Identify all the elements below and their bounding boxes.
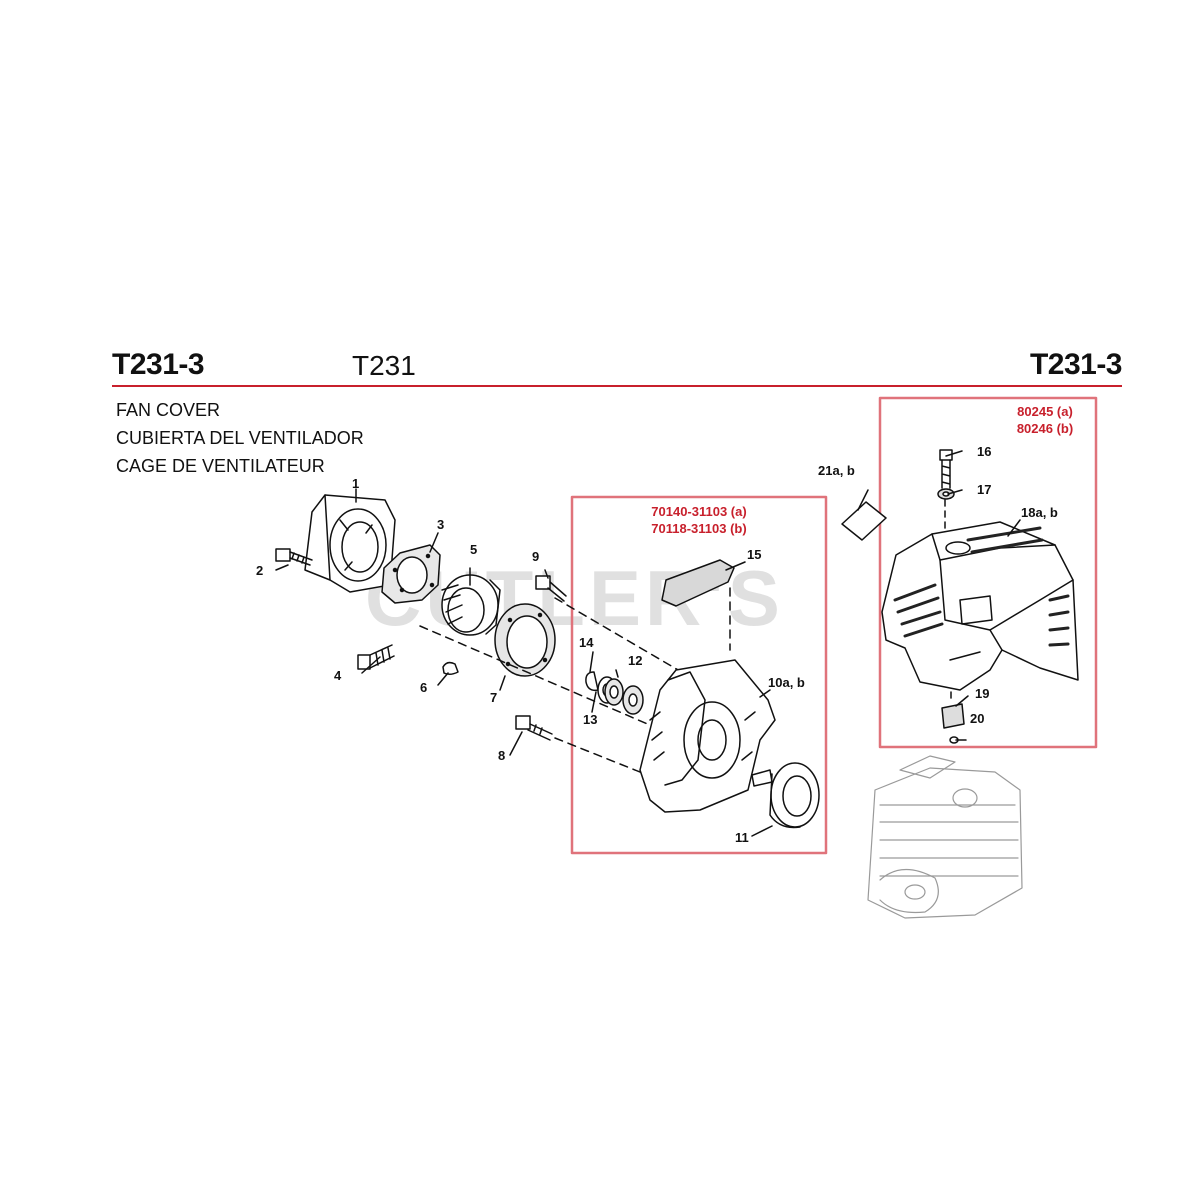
callout-15: 15 (747, 547, 762, 562)
callout-5: 5 (470, 542, 478, 557)
part-18-fan-cover (881, 521, 1079, 691)
part-14-circlip (585, 671, 599, 692)
callout-8: 8 (498, 748, 506, 763)
callout-3: 3 (437, 517, 445, 532)
part-8-bolt (515, 715, 553, 741)
part-17-washer (937, 488, 955, 500)
fan-cover-part-a: 80245 (a) (1017, 404, 1073, 419)
fan-cover-part-b: 80246 (b) (1016, 421, 1074, 436)
callout-9: 9 (532, 549, 540, 564)
part-19-nut (941, 703, 965, 729)
callout-18: 18a, b (1021, 505, 1058, 520)
callout-13: 13 (583, 712, 598, 727)
part-15-gasket (661, 559, 735, 607)
clutch-housing-kit-label: 70140-31103 (a) 70118-31103 (b) (640, 503, 758, 537)
section-title-en: FAN COVER (116, 400, 221, 420)
part-7-ring (494, 603, 556, 677)
part-2-screw (275, 548, 313, 566)
callout-20: 20 (970, 711, 985, 726)
part-9-bolt (535, 575, 567, 602)
model-code-right: T231-3 (1029, 348, 1123, 381)
part-4-bolt (357, 644, 395, 670)
model-code-left: T231-3 (112, 348, 205, 381)
callout-19: 19 (975, 686, 990, 701)
part-5-clutch-hub (441, 574, 501, 636)
fan-cover-kit-box (878, 396, 1098, 749)
clutch-housing-part-b: 70118-31103 (b) (651, 521, 747, 536)
part-12-bearings (604, 678, 644, 715)
callout-1: 1 (352, 476, 360, 491)
section-title-fr: CAGE DE VENTILATEUR (116, 456, 325, 476)
part-11-clutch-drum (751, 762, 820, 829)
callout-6: 6 (420, 680, 428, 695)
header-rule (112, 385, 1122, 387)
section-title-es: CUBIERTA DEL VENTILADOR (116, 428, 364, 448)
part-10-fan-housing (639, 659, 776, 813)
clutch-housing-part-a: 70140-31103 (a) (651, 504, 747, 519)
model-name: T231 (352, 350, 416, 381)
fan-cover-kit-label: 80245 (a) 80246 (b) (1000, 403, 1090, 437)
part-16-screw (939, 449, 953, 489)
callout-10: 10a, b (768, 675, 805, 690)
callout-21: 21a, b (818, 463, 855, 478)
callout-2: 2 (256, 563, 264, 578)
callout-4: 4 (334, 668, 342, 683)
callout-14: 14 (579, 635, 594, 650)
clutch-housing-kit-box (570, 495, 828, 855)
callout-12: 12 (628, 653, 643, 668)
engine-cylinder-icon (867, 755, 1023, 919)
callout-11: 11 (735, 830, 749, 845)
callout-7: 7 (490, 690, 498, 705)
part-1-flange-housing (304, 494, 396, 593)
callout-17: 17 (977, 482, 992, 497)
part-3-clutch-shoe (381, 544, 441, 604)
part-6-washer (442, 661, 459, 676)
callout-16: 16 (977, 444, 992, 459)
